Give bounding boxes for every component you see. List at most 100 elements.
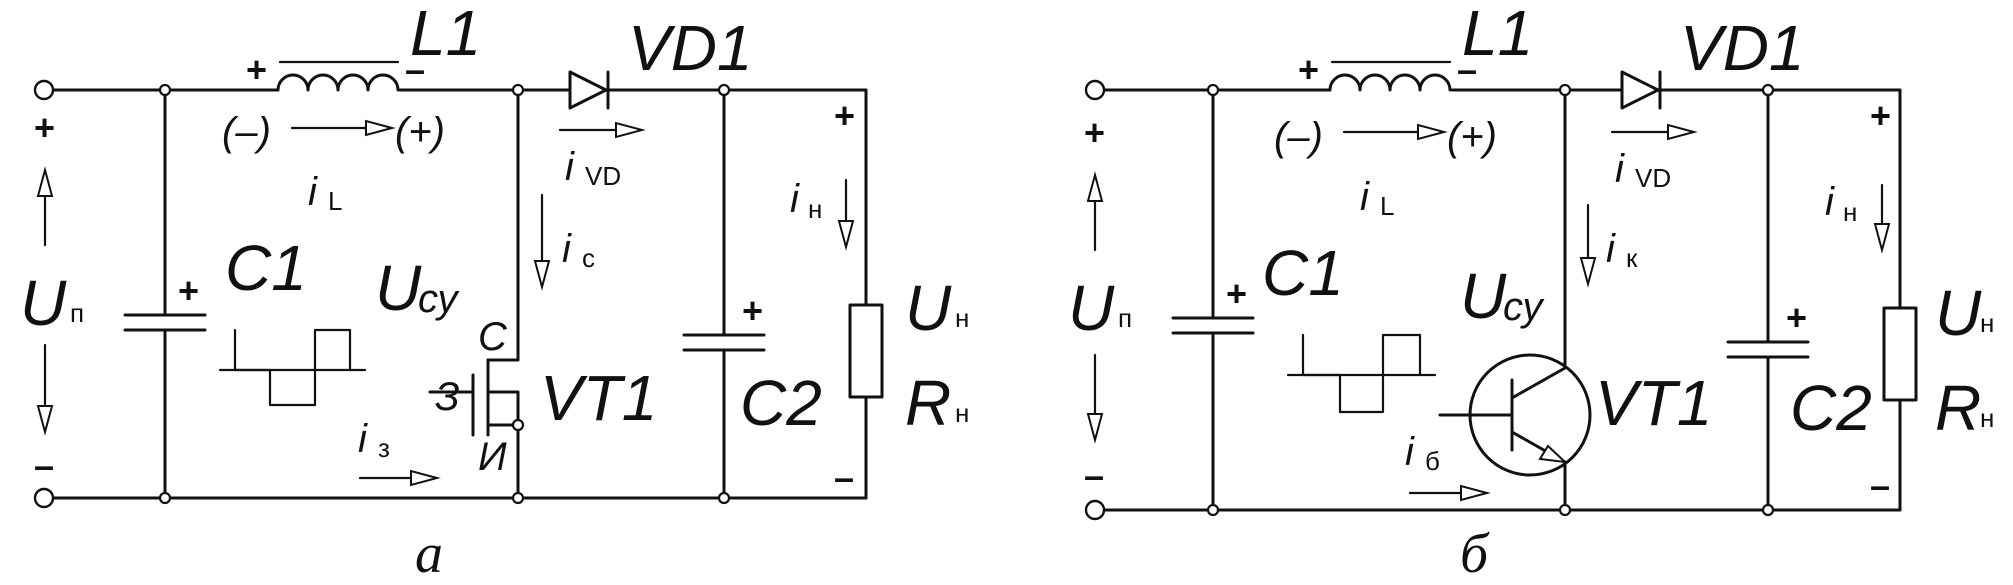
label-load-r-a: R [905,367,951,439]
node-b1 [1206,83,1220,97]
sign-load-plus-a: + [834,95,855,136]
terminal-plus-a [33,79,55,101]
sign-inductor-minus-b: – [1457,49,1477,90]
node-a2 [511,83,525,97]
label-c2-b: C2 [1790,372,1872,444]
arrow-ic-a [533,193,551,291]
label-source-a: И [478,435,507,479]
control-square-wave-b [1301,333,1422,414]
sign-inductor-plus-a: + [246,49,267,90]
label-supply-sub-a: п [70,298,84,328]
label-il-sub-b: L [1380,191,1394,221]
sign-inductor-minus-a: – [405,49,425,90]
inductor-l1-b [1328,73,1452,92]
label-control-sub-b: су [1503,285,1546,329]
sign-load-minus-a: – [834,457,854,498]
sign-c1-plus-b: + [1226,273,1247,314]
label-inductor-a: L1 [410,0,481,69]
label-load-r-sub-b: н [1980,403,1994,433]
inductor-l1-a [276,73,400,92]
label-ib-sub-b: б [1425,446,1440,476]
label-ik-sub-b: к [1626,243,1638,273]
label-transistor-a: VT1 [540,362,657,434]
circuit-b: L1 VD1 VT1 C1 C2 U п U н R н U су i L i … [1068,0,1994,585]
label-ivd-a: i [565,145,575,189]
arrow-supply-up-a [36,166,54,247]
diode-vd1-b [1620,70,1660,110]
label-il-a: i [308,170,318,214]
label-load-u-a: U [905,272,952,344]
label-ind-neg-a: (–) [222,110,271,154]
label-ih-b: i [1825,180,1835,224]
label-supply-sub-b: п [1118,303,1132,333]
label-il-sub-a: L [328,186,342,216]
load-resistor-a [848,303,884,399]
label-ivd-sub-b: VD [1635,163,1671,193]
label-load-r-b: R [1935,372,1981,444]
node-b6 [1761,503,1775,517]
node-b3 [1761,83,1775,97]
label-c1-a: C1 [225,232,307,304]
circuit-a: L1 VD1 VT1 C1 C2 U п U н R н U су С З И … [20,0,969,585]
sign-c1-plus-a: + [178,270,199,311]
label-ivd-sub-a: VD [585,161,621,191]
label-transistor-b: VT1 [1595,367,1712,439]
arrow-supply-up-b [1086,171,1104,252]
control-square-wave-a [233,328,352,407]
sign-supply-plus-b: + [1084,112,1105,153]
label-supply-u-b: U [1068,272,1115,344]
node-a3 [717,83,731,97]
label-control-u-b: U [1460,260,1507,332]
terminal-minus-a [33,487,55,509]
label-ik-b: i [1606,227,1616,271]
terminal-minus-b [1084,499,1106,521]
sign-supply-minus-b: – [1084,455,1104,496]
label-inductor-b: L1 [1462,0,1533,69]
sign-supply-plus-a: + [34,107,55,148]
arrow-ih-b [1873,183,1891,254]
node-b4 [1206,503,1220,517]
label-load-r-sub-a: н [955,398,969,428]
arrow-ik-b [1579,203,1597,288]
sign-c2-plus-b: + [1786,297,1807,338]
node-a5 [511,491,525,505]
label-diode-a: VD1 [628,12,753,84]
label-drain-a: С [478,315,508,359]
label-ih-a: i [790,177,800,221]
label-ivd-b: i [1615,147,1625,191]
sign-c2-plus-a: + [742,290,763,331]
label-iz-sub-a: з [378,433,390,463]
node-b2 [1558,83,1572,97]
sign-inductor-plus-b: + [1298,49,1319,90]
node-a4 [158,491,172,505]
label-ind-pos-a: (+) [395,110,445,154]
arrow-il-a [290,119,396,137]
caption-b: б [1460,523,1490,585]
label-iz-a: i [358,417,368,461]
arrow-ih-a [837,178,855,251]
arrow-iz-a [358,469,441,487]
label-control-sub-a: су [418,277,461,321]
sign-load-plus-b: + [1870,95,1891,136]
diode-vd1-a [568,70,608,110]
label-gate-a: З [435,375,460,419]
label-ind-pos-b: (+) [1447,115,1497,159]
label-ic-a: i [562,227,572,271]
arrow-ib-b [1408,484,1491,502]
label-ib-b: i [1405,430,1415,474]
caption-a: а [415,523,443,585]
label-control-u-a: U [375,252,422,324]
label-il-b: i [1360,175,1370,219]
node-b5 [1558,503,1572,517]
label-load-u-sub-b: н [1980,308,1994,338]
sign-supply-minus-a: – [34,445,54,486]
label-ih-sub-a: н [808,194,822,224]
arrow-ivd-b [1610,123,1698,141]
label-c1-b: C1 [1262,237,1344,309]
label-load-u-b: U [1935,277,1982,349]
bjt-emitter-arrow-b [1538,444,1568,464]
load-resistor-b [1882,306,1918,402]
label-ih-sub-b: н [1843,197,1857,227]
label-supply-u-a: U [20,267,67,339]
